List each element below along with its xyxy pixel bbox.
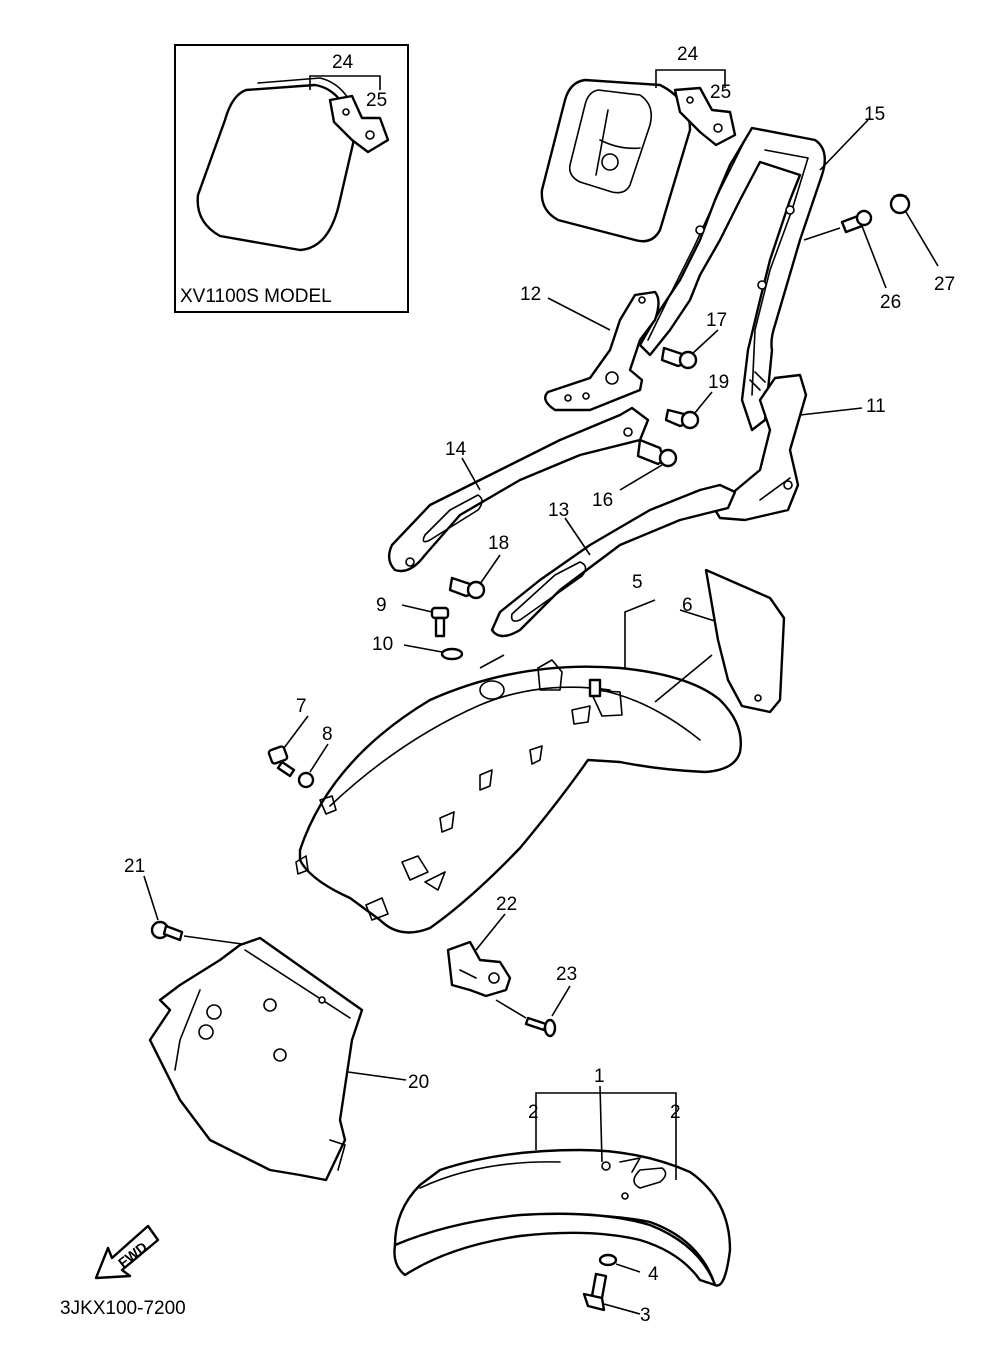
callout-13: 13 — [548, 500, 569, 521]
bolt-26 — [840, 209, 873, 234]
bolt-19 — [664, 408, 700, 430]
washer-10 — [440, 647, 464, 661]
callout-4: 4 — [648, 1264, 659, 1285]
callout-24: 24 — [677, 44, 699, 65]
callout-24-inset: 24 — [332, 52, 354, 73]
callout-15: 15 — [864, 104, 885, 125]
callout-23: 23 — [556, 964, 577, 985]
callout-12: 12 — [520, 284, 541, 305]
bolt-21 — [150, 920, 184, 942]
rear-fender — [295, 659, 742, 934]
callout-18: 18 — [488, 533, 509, 554]
callout-20: 20 — [408, 1072, 429, 1093]
callout-25: 25 — [710, 82, 731, 103]
callout-2-right: 2 — [670, 1102, 681, 1123]
callout-26: 26 — [880, 292, 901, 313]
callout-8: 8 — [322, 724, 333, 745]
callout-22: 22 — [496, 894, 517, 915]
callout-6: 6 — [682, 595, 693, 616]
bracket-22 — [446, 940, 512, 998]
bolt-27 — [889, 193, 911, 215]
backrest-bracket — [673, 86, 737, 147]
fwd-arrow-icon: FWD — [94, 1224, 160, 1280]
inset-xv1100s-model: 24 25 XV1100S MODEL — [174, 44, 409, 313]
washer-4 — [598, 1253, 618, 1267]
callout-11: 11 — [866, 396, 886, 417]
screw-23 — [524, 1016, 557, 1038]
callout-10: 10 — [372, 634, 393, 655]
bolt-18 — [448, 576, 486, 600]
fender-seal-6 — [704, 568, 786, 714]
side-bracket — [544, 290, 660, 412]
bolt-3 — [582, 1272, 608, 1312]
bolt-17 — [660, 346, 698, 370]
bolt-16 — [636, 438, 678, 468]
callout-25-inset: 25 — [366, 90, 387, 111]
bolt-9 — [430, 606, 450, 638]
backrest-bracket-inset — [328, 94, 390, 154]
grab-bar-left — [387, 406, 650, 573]
callout-3: 3 — [640, 1305, 651, 1326]
inner-fender — [148, 936, 364, 1182]
callout-27: 27 — [934, 274, 955, 295]
callout-1: 1 — [594, 1066, 605, 1087]
callout-19: 19 — [708, 372, 729, 393]
backrest-pad — [540, 78, 692, 243]
callout-21: 21 — [124, 856, 145, 877]
callout-7: 7 — [296, 696, 307, 717]
callout-9: 9 — [376, 595, 387, 616]
inset-caption: XV1100S MODEL — [180, 286, 332, 307]
callout-2-left: 2 — [528, 1102, 539, 1123]
inset-frame — [174, 44, 409, 313]
front-fender — [393, 1148, 732, 1287]
callout-14: 14 — [445, 439, 467, 460]
sissy-bar-frame — [638, 126, 826, 432]
drawing-code: 3JKX100-7200 — [60, 1298, 186, 1319]
callout-17: 17 — [706, 310, 727, 331]
callout-5: 5 — [632, 572, 643, 593]
bolt-7 — [267, 745, 296, 778]
washer-8 — [297, 771, 315, 789]
callout-16: 16 — [592, 490, 613, 511]
grab-bar-right — [490, 483, 737, 638]
side-plate — [710, 373, 808, 522]
